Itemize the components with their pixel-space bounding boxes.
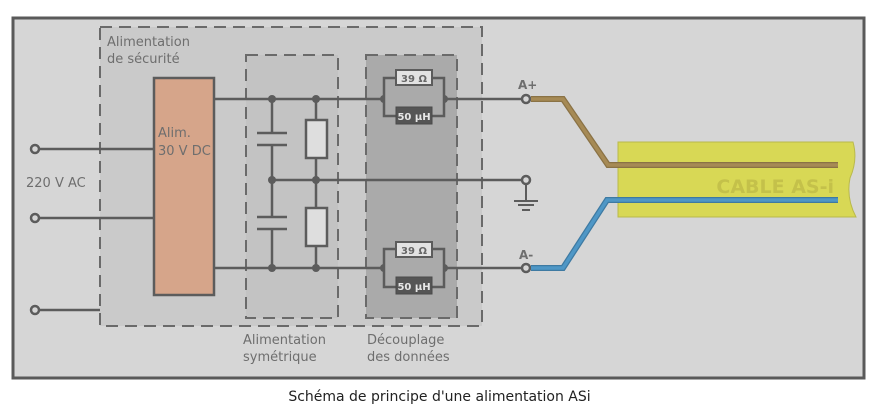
decoupling-resistor-top <box>395 69 433 86</box>
terminal-a-plus-label: A+ <box>518 78 537 92</box>
power-block-label-line1: Alim. <box>158 126 191 141</box>
decoupling-bottom: 39 Ω 50 µH <box>382 241 446 295</box>
capacitor-bottom <box>257 215 287 231</box>
decoupling-inductor-top-label: 50 µH <box>397 112 430 123</box>
input-terminal-1 <box>29 143 41 155</box>
zone-symetrique-label-line1: Alimentation <box>243 333 326 348</box>
input-voltage-label: 220 V AC <box>26 176 86 191</box>
wire-positive-core <box>531 97 838 167</box>
decoupling-resistor-bottom <box>395 241 433 258</box>
zone-decouplage-label-line2: des données <box>367 350 450 365</box>
decoupling-resistor-top-label: 39 Ω <box>401 74 427 85</box>
decoupling-inductor-bottom-label: 50 µH <box>397 282 430 293</box>
ground-icon <box>514 184 538 211</box>
zone-symetrique-label-line2: symétrique <box>243 350 317 365</box>
input-wires <box>39 147 153 312</box>
asi-cable-label: CABLE AS-i <box>716 176 834 198</box>
terminal-a-minus-label: A- <box>519 248 533 262</box>
terminal-ground <box>520 174 532 186</box>
zone-securite-label-line2: de sécurité <box>107 52 180 67</box>
power-supply-block <box>152 76 216 297</box>
terminal-a-minus <box>520 262 532 274</box>
decoupling-inductor-bottom <box>395 276 433 295</box>
zone-securite-label-line1: Alimentation <box>107 35 190 50</box>
zone-decouplage-label-line1: Découplage <box>367 333 444 348</box>
diagram-caption: Schéma de principe d'une alimentation AS… <box>288 389 591 405</box>
terminal-a-plus <box>520 93 532 105</box>
zone-alimentation-symetrique <box>245 54 339 319</box>
input-terminal-2 <box>29 212 41 224</box>
decoupling-resistor-bottom-label: 39 Ω <box>401 246 427 257</box>
capacitor-top <box>257 131 287 147</box>
wire-negative-core <box>531 198 838 270</box>
input-terminal-3 <box>29 304 41 316</box>
asi-power-supply-schematic: Alimentation de sécurité Alimentation sy… <box>11 16 866 380</box>
decoupling-inductor-top <box>395 106 433 125</box>
decoupling-top: 39 Ω 50 µH <box>382 69 446 125</box>
power-block-label-line2: 30 V DC <box>158 144 211 159</box>
divider-resistor-top <box>304 118 329 160</box>
divider-resistor-bottom <box>304 206 329 248</box>
